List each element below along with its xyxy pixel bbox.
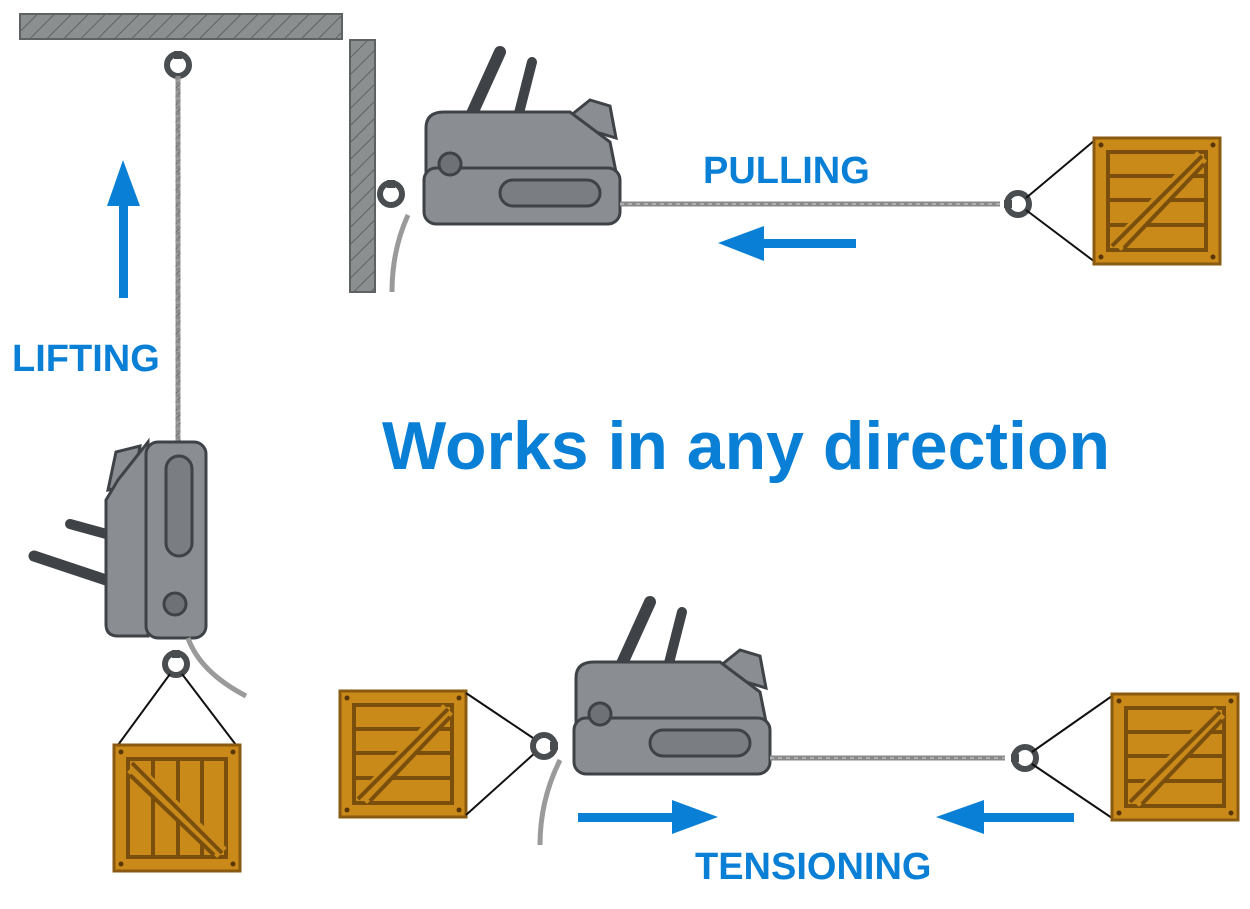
- arrow-icon: [936, 800, 1074, 834]
- crate-icon: [1094, 138, 1220, 264]
- arrow-icon: [578, 800, 718, 834]
- crate-icon: [114, 745, 240, 871]
- pulling-setup: [380, 52, 1220, 293]
- lifting-setup: [28, 51, 248, 871]
- crate-icon: [1112, 694, 1238, 820]
- hoist-icon: [28, 437, 208, 640]
- wall-anchor-icon: [349, 39, 376, 293]
- arrow-icon: [718, 226, 856, 261]
- tensioning-setup: [340, 602, 1238, 846]
- ceiling-anchor-icon: [19, 13, 343, 40]
- crate-icon: [340, 691, 466, 817]
- label-tensioning: TENSIONING: [695, 846, 932, 888]
- hoist-icon: [574, 602, 770, 774]
- arrow-icon: [107, 160, 140, 298]
- headline: Works in any direction: [382, 408, 1111, 484]
- hoist-icon: [424, 52, 620, 224]
- label-lifting: LIFTING: [12, 338, 160, 380]
- label-pulling: PULLING: [703, 150, 870, 192]
